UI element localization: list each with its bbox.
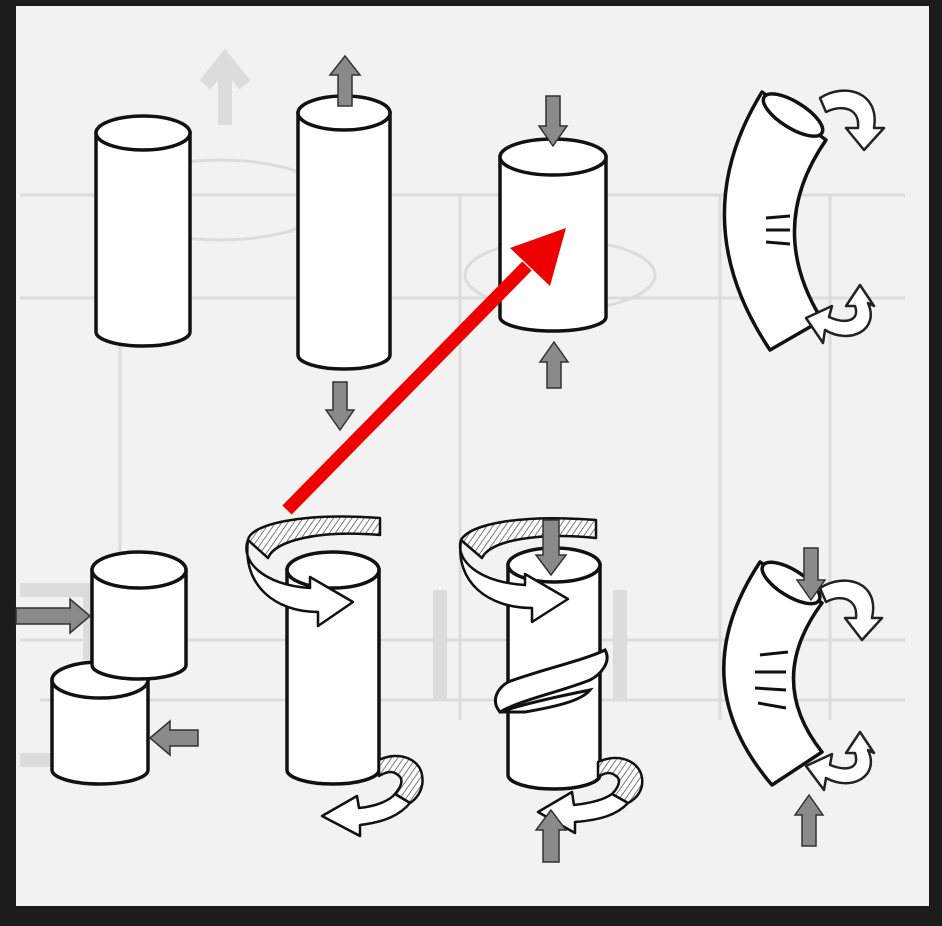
cylinder-top [287,552,379,588]
panel-unloaded-cylinder [96,116,190,346]
cylinder-body [298,113,390,369]
cylinder-top [96,116,190,150]
upper-cylinder-top [92,552,186,588]
cylinder-body [96,133,190,346]
